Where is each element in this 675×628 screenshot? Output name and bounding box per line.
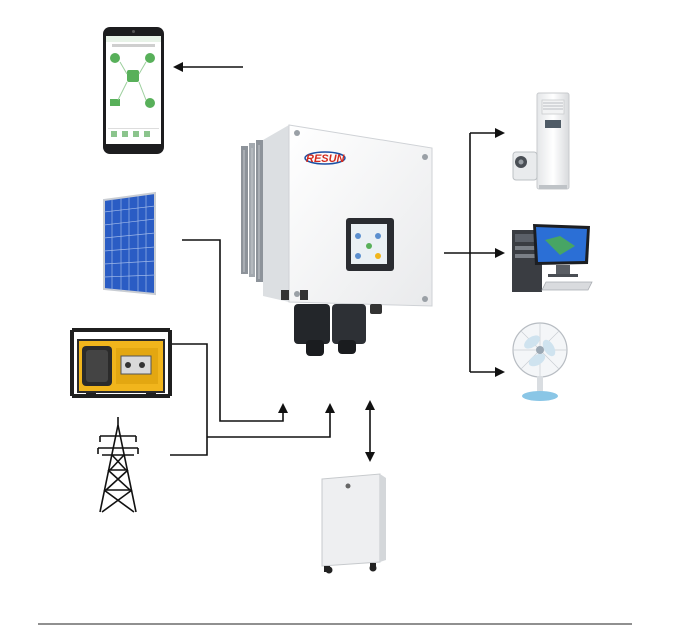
brand-logo: RESUN [304,151,346,165]
air-conditioner-icon [512,92,570,190]
generator-icon [70,328,172,398]
desktop-computer-icon [512,224,593,292]
output-wiring [444,128,505,377]
solar-panel-icon [103,191,156,296]
hybrid-inverter-icon: RESUN [241,124,433,356]
battery-cabinet-icon [321,473,386,574]
electric-fan-icon [512,322,568,401]
input-wiring [170,239,335,456]
power-grid-tower-icon [97,417,139,513]
svg-text:RESUN: RESUN [306,153,346,165]
smartphone-app-icon [103,27,164,154]
